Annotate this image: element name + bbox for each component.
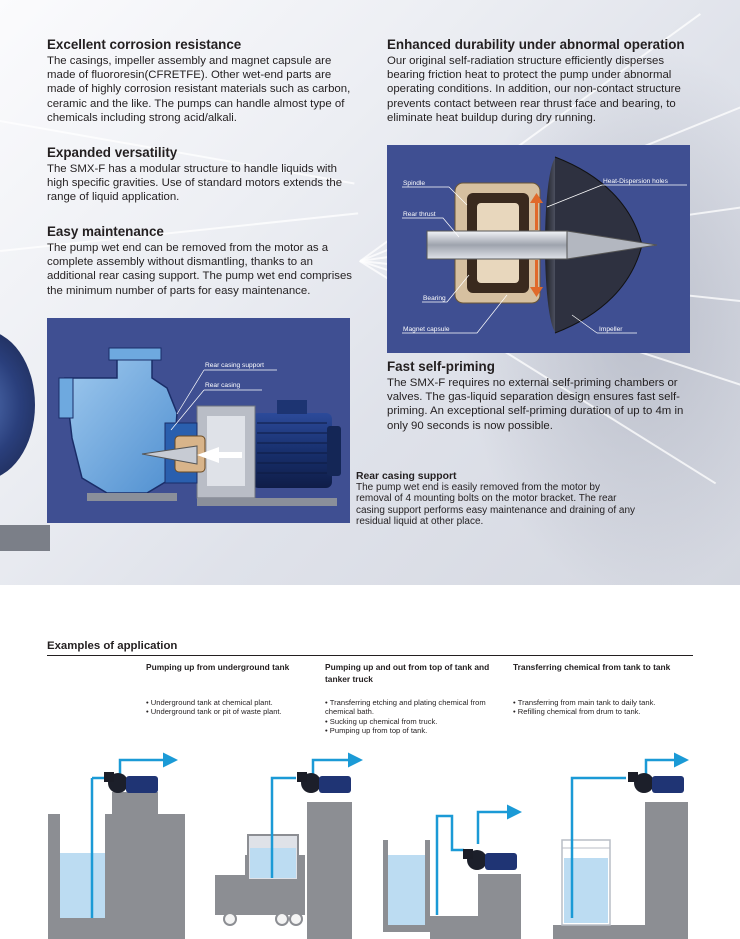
illustration-tank-transfer [383, 804, 522, 939]
label-heat-dispersion-holes: Heat-Dispersion holes [603, 178, 669, 185]
illustration-underground-tank [48, 752, 185, 939]
versatility-heading: Expanded versatility [47, 145, 178, 160]
label-spindle: Spindle [403, 180, 425, 187]
applications-divider [47, 655, 693, 656]
bearing-detail-figure: Spindle Rear thrust Bearing Magnet capsu… [387, 145, 690, 353]
versatility-body: The SMX-F has a modular structure to han… [47, 163, 343, 204]
illustration-tanker-truck [215, 752, 363, 939]
maintenance-body: The pump wet end can be removed from the… [47, 242, 352, 297]
application-illustrations [48, 752, 689, 939]
label-bearing: Bearing [423, 295, 446, 302]
rear-casing-support-caption: Rear casing support The pump wet end is … [356, 471, 636, 527]
label-rear-casing-support: Rear casing support [205, 362, 264, 369]
pump-base-photo [0, 525, 50, 551]
durability-heading: Enhanced durability under abnormal opera… [387, 37, 685, 52]
list-item: Underground tank at chemical plant. [146, 698, 316, 707]
app-column-list: Underground tank at chemical plant. Unde… [146, 698, 316, 717]
versatility-section: Expanded versatility The SMX-F has a mod… [47, 145, 352, 205]
applications-title: Examples of application [47, 640, 178, 652]
self-priming-heading: Fast self-priming [387, 359, 495, 374]
durability-body: Our original self-radiation structure ef… [387, 55, 681, 124]
pump-icon [628, 772, 684, 793]
durability-section: Enhanced durability under abnormal opera… [387, 37, 697, 125]
corrosion-section: Excellent corrosion resistance The casin… [47, 37, 352, 125]
rear-casing-support-body: The pump wet end is easily removed from … [356, 482, 636, 527]
label-rear-thrust: Rear thrust [403, 211, 436, 218]
corrosion-heading: Excellent corrosion resistance [47, 37, 242, 52]
maintenance-heading: Easy maintenance [47, 224, 164, 239]
app-column-list: Transferring etching and plating chemica… [325, 698, 497, 736]
list-item: Sucking up chemical from truck. [325, 717, 497, 726]
list-item: Pumping up from top of tank. [325, 726, 497, 735]
list-item: Underground tank or pit of waste plant. [146, 707, 316, 716]
list-item: Transferring from main tank to daily tan… [513, 698, 703, 707]
app-column-title: Pumping up from underground tank [146, 662, 290, 672]
pump-icon [463, 849, 517, 870]
corrosion-body: The casings, impeller assembly and magne… [47, 55, 351, 124]
label-rear-casing: Rear casing [205, 382, 241, 389]
self-priming-section: Fast self-priming The SMX-F requires no … [387, 359, 697, 433]
app-column-list: Transferring from main tank to daily tan… [513, 698, 703, 717]
app-column-title: Transferring chemical from tank to tank [513, 662, 671, 672]
rear-casing-support-heading: Rear casing support [356, 471, 457, 482]
list-item: Transferring etching and plating chemica… [325, 698, 497, 717]
label-impeller: Impeller [599, 326, 623, 333]
pump-cross-section-figure: Rear casing support Rear casing [47, 318, 350, 523]
pump-wheel-photo [0, 330, 35, 480]
pump-icon [297, 772, 351, 793]
app-column-title: Pumping up and out from top of tank and … [325, 662, 490, 684]
pump-icon [104, 772, 158, 793]
maintenance-section: Easy maintenance The pump wet end can be… [47, 224, 352, 298]
self-priming-body: The SMX-F requires no external self-prim… [387, 377, 684, 432]
illustration-drum-transfer [553, 752, 689, 939]
list-item: Refilling chemical from drum to tank. [513, 707, 703, 716]
label-magnet-capsule: Magnet capsule [403, 326, 450, 333]
